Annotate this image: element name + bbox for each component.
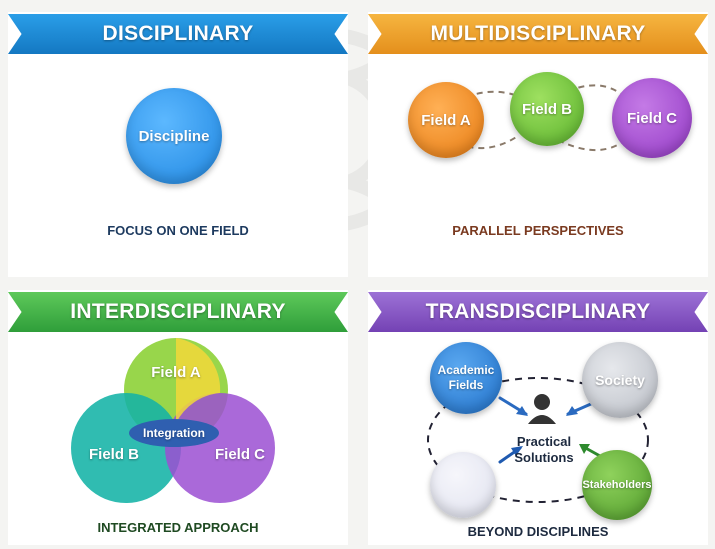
interdisciplinary-caption: INTEGRATED APPROACH	[97, 520, 259, 535]
transdisciplinary-connectors	[427, 377, 649, 503]
multi-field-b-circle: Field B	[510, 72, 584, 146]
person-icon	[528, 394, 556, 424]
interdisciplinary-banner: INTERDISCIPLINARY	[8, 292, 348, 332]
venn-field-b	[71, 393, 181, 503]
discipline-circle: Discipline	[126, 88, 222, 184]
transdisciplinary-caption: BEYOND DISCIPLINES	[467, 524, 609, 539]
stakeholders-circle: Stakeholders	[582, 450, 652, 520]
practical-solutions-label: Practical Solutions	[514, 434, 574, 465]
interdisciplinary-panel: INTERDISCIPLINARY Field A Field B Field …	[8, 290, 348, 545]
multi-field-a-circle: Field A	[408, 82, 484, 158]
disciplinary-banner: DISCIPLINARY	[8, 14, 348, 54]
multidisciplinary-caption: PARALLEL PERSPECTIVES	[452, 223, 624, 238]
academic-fields-circle: Academic Fields	[430, 342, 502, 414]
disciplinary-panel: DISCIPLINARY Discipline FOCUS ON ONE FIE…	[8, 12, 348, 277]
inter-field-b-label: Field B	[88, 445, 139, 463]
transdisciplinary-panel: TRANSDISCIPLINARY Academic Fields Societ…	[368, 290, 708, 545]
integration-ellipse	[129, 419, 219, 447]
integration-label: Integration	[143, 426, 205, 440]
interdisciplinary-venn	[71, 338, 275, 503]
multidisciplinary-panel: MULTIDISCIPLINARY Field A Field B Field …	[368, 12, 708, 277]
transdisciplinary-banner: TRANSDISCIPLINARY	[368, 292, 708, 332]
blank-circle	[430, 452, 496, 518]
multidisciplinary-banner: MULTIDISCIPLINARY	[368, 14, 708, 54]
society-circle: Society	[582, 342, 658, 418]
disciplinary-caption: FOCUS ON ONE FIELD	[107, 223, 249, 238]
inter-field-c-label: Field C	[214, 445, 265, 463]
multi-field-c-circle: Field C	[612, 78, 692, 158]
inter-field-a-label: Field A	[151, 363, 201, 381]
